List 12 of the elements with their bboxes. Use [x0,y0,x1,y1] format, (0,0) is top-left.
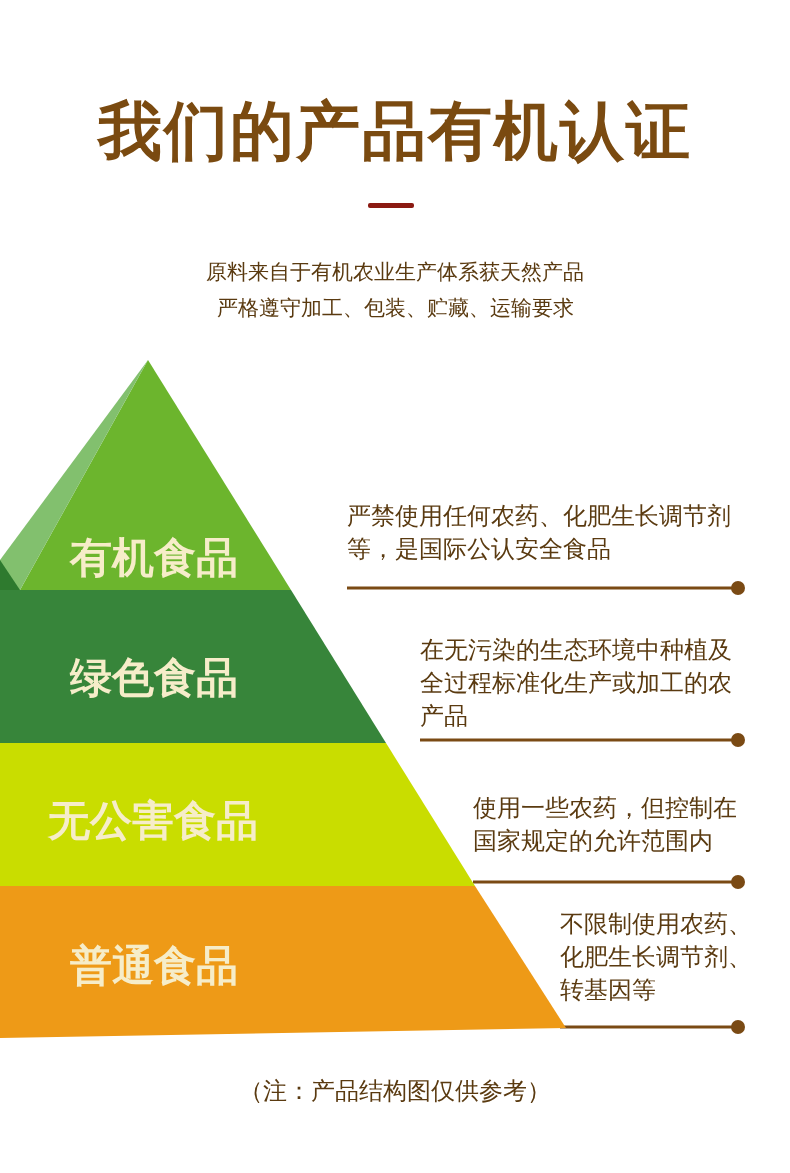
description-text: 在无污染的生态环境中种植及全过程标准化生产或加工的农产品 [420,635,733,732]
title: 我们的产品有机认证 [96,92,693,170]
tier-label: 有机食品 [70,532,238,584]
description-text: 使用一些农药，但控制在国家规定的允许范围内 [473,793,738,857]
subtitle-text: 严格遵守加工、包装、贮藏、运输要求 [215,295,575,322]
tier-label: 普通食品 [70,940,238,992]
caption-text: （注：产品结构图仅供参考） [238,1076,552,1107]
description-text: 严禁使用任何农药、化肥生长调节剂等，是国际公认安全食品 [347,501,732,565]
subtitle-text: 原料来自于有机农业生产体系获天然产品 [205,259,585,286]
tier-label: 绿色食品 [70,652,238,704]
description-text: 不限制使用农药、化肥生长调节剂、转基因等 [560,909,753,1006]
tier-label: 无公害食品 [48,795,258,847]
